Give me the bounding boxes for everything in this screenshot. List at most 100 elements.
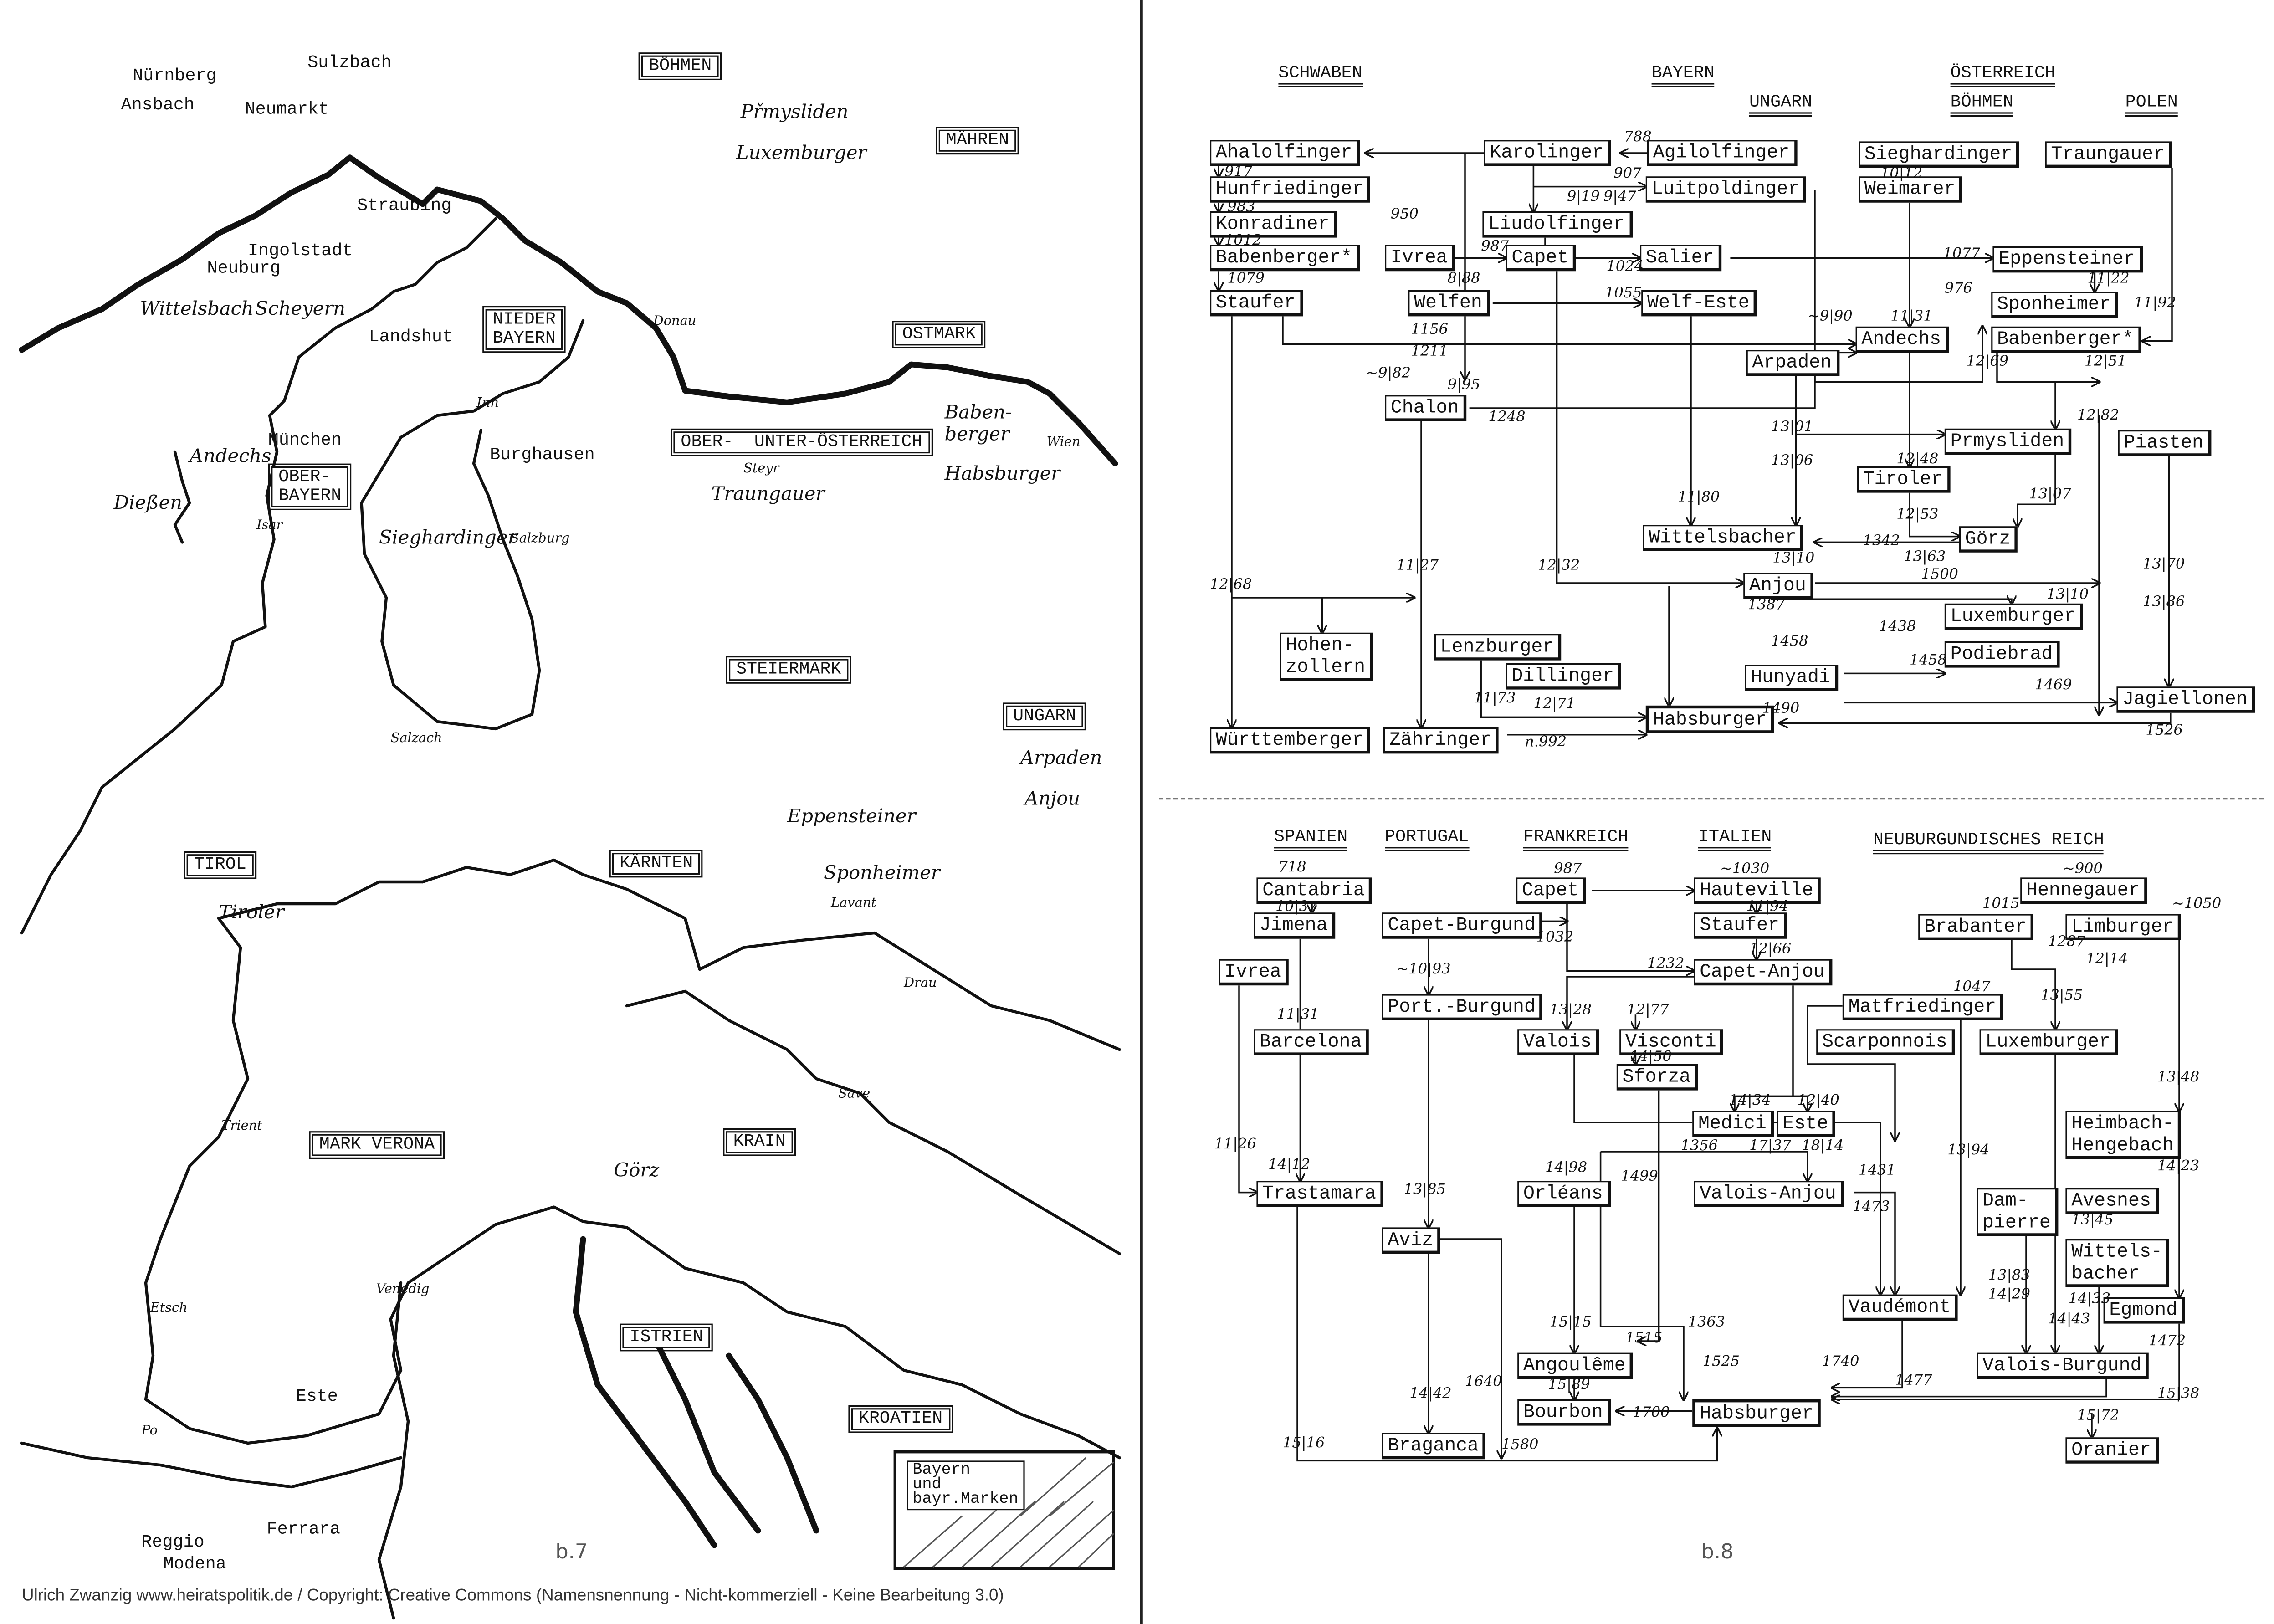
year-label: 12|51 <box>2084 354 2127 370</box>
region-header: PORTUGAL <box>1385 827 1469 851</box>
genealogy-edges <box>1159 0 2267 1462</box>
year-label: 13|85 <box>1403 1182 1446 1199</box>
dynasty-box: Medici <box>1692 1111 1774 1137</box>
year-label: 1431 <box>1859 1163 1896 1179</box>
year-label: 1458 <box>1910 653 1947 669</box>
year-label: 13|63 <box>1904 549 1946 566</box>
year-label: 15|38 <box>2157 1386 2200 1403</box>
year-label: 10|37 <box>1275 899 1318 916</box>
year-label: 1211 <box>1411 344 1449 360</box>
year-label: 12|68 <box>1210 577 1252 594</box>
map-region-label: KRAIN <box>723 1128 796 1156</box>
year-label: 983 <box>1227 200 1255 216</box>
year-label: 12|71 <box>1533 697 1576 713</box>
dynasty-box: Jimena <box>1254 912 1335 939</box>
year-label: 1012 <box>1224 233 1262 250</box>
lineage-edge <box>1639 1090 1660 1341</box>
lineage-edge <box>1832 1323 2180 1399</box>
year-label: 13|01 <box>1771 420 1813 436</box>
year-label: 14|43 <box>2048 1312 2090 1328</box>
year-label: 18|14 <box>1802 1138 1844 1155</box>
map-region-label: OBER- BAYERN <box>268 463 352 510</box>
year-label: ~10|93 <box>1396 962 1451 978</box>
river-label: Salzach <box>390 732 442 747</box>
lineage-edge <box>1854 1191 1895 1295</box>
map-dynasty-label: Andechs <box>190 446 271 468</box>
dynasty-box: Sponheimer <box>1991 292 2118 318</box>
year-label: ~9|82 <box>1366 366 1411 382</box>
year-label: 1700 <box>1633 1405 1670 1421</box>
dynasty-box: Liudolfinger <box>1482 211 1632 238</box>
niederbayern-border <box>360 319 585 731</box>
dynasty-box: Welfen <box>1408 290 1490 317</box>
dynasty-box: Port.-Burgund <box>1382 994 1543 1020</box>
year-label: 12|77 <box>1627 1003 1669 1019</box>
dynasty-box: Capet <box>1506 245 1576 272</box>
map-place-label: Landshut <box>369 326 453 347</box>
year-label: 13|86 <box>2143 594 2185 611</box>
map-dynasty-label: Görz <box>614 1160 660 1183</box>
lineage-edge <box>1573 1055 1880 1295</box>
year-label: 1287 <box>2048 934 2085 951</box>
year-label: ~1030 <box>1720 861 1770 878</box>
year-label: 11|94 <box>1746 899 1788 916</box>
river-label: Donau <box>653 315 697 330</box>
dynasty-box: Salier <box>1640 245 1721 272</box>
dynasty-box: Aviz <box>1382 1227 1441 1254</box>
dynasty-box: Staufer <box>1694 912 1787 939</box>
map-region-label: BÖHMEN <box>638 52 722 81</box>
map-dynasty-label: Trient <box>221 1119 262 1134</box>
map-dynasty-label: Baben- berger <box>944 402 1012 446</box>
year-label: 9|47 <box>1603 190 1636 206</box>
year-label: 1387 <box>1747 598 1785 614</box>
page-divider <box>1140 0 1143 1624</box>
lineage-edge <box>1832 1321 1903 1388</box>
dynasty-box: Görz <box>1959 526 2018 553</box>
dynasty-box: Lenzburger <box>1434 634 1562 661</box>
legend-text: Bayern und bayr.Marken <box>907 1460 1024 1511</box>
map-region-label: OSTMARK <box>892 321 986 348</box>
map-dynasty-label: Anjou <box>1024 789 1081 811</box>
year-label: 14|33 <box>2068 1291 2111 1308</box>
dynasty-box: Tiroler <box>1857 466 1950 493</box>
map-dynasty-label: Wien <box>1046 435 1081 451</box>
river-label: Drau <box>904 977 937 991</box>
year-label: 15|16 <box>1283 1436 1325 1452</box>
dynasty-box: Scarponnois <box>1816 1029 1955 1055</box>
dynasty-box: Braganca <box>1382 1433 1486 1460</box>
lineage-edge <box>1480 660 1646 717</box>
danube-border <box>19 154 1118 467</box>
year-label: 1525 <box>1702 1354 1740 1370</box>
region-header: FRANKREICH <box>1523 827 1629 851</box>
year-label: 11|31 <box>1890 309 1933 325</box>
dynasty-box: Limburger <box>2065 914 2181 940</box>
dynasty-box: Avesnes <box>2065 1188 2158 1214</box>
lineage-edge <box>2011 940 2055 1029</box>
year-label: 1342 <box>1863 533 1900 550</box>
tirol-border <box>144 917 1121 1460</box>
year-label: 11|92 <box>2134 296 2177 312</box>
dynasty-box: Staufer <box>1210 290 1303 317</box>
dynasty-box: Capet <box>1516 877 1586 904</box>
map-dynasty-label: Arpaden <box>1020 748 1102 770</box>
dynasty-box: Este <box>1777 1111 1836 1137</box>
map-region-label: KÄRNTEN <box>609 850 703 878</box>
copyright-footer: Ulrich Zwanzig www.heiratspolitik.de / C… <box>22 1587 1004 1605</box>
lineage-edge <box>1296 1207 1717 1462</box>
dynasty-box: Habsburger <box>1692 1399 1821 1427</box>
dynasty-box: Sieghardinger <box>1859 141 2020 168</box>
dynasty-box: Agilolfinger <box>1647 140 1797 166</box>
dynasty-box: Luxemburger <box>1979 1029 2118 1055</box>
year-label: 1015 <box>1982 897 2020 913</box>
year-label: 1500 <box>1921 567 1959 583</box>
map-dynasty-label: Salzburg <box>510 532 570 547</box>
map-place-label: Nürnberg <box>133 66 217 86</box>
map-dynasty-label: Dießen <box>113 492 183 515</box>
year-label: 11|27 <box>1396 558 1439 574</box>
year-label: 1248 <box>1488 410 1526 426</box>
map-region-label: ISTRIEN <box>619 1323 714 1352</box>
map-region-label: UNGARN <box>1003 702 1086 731</box>
year-label: 1740 <box>1822 1354 1859 1370</box>
year-label: 1640 <box>1465 1374 1502 1391</box>
